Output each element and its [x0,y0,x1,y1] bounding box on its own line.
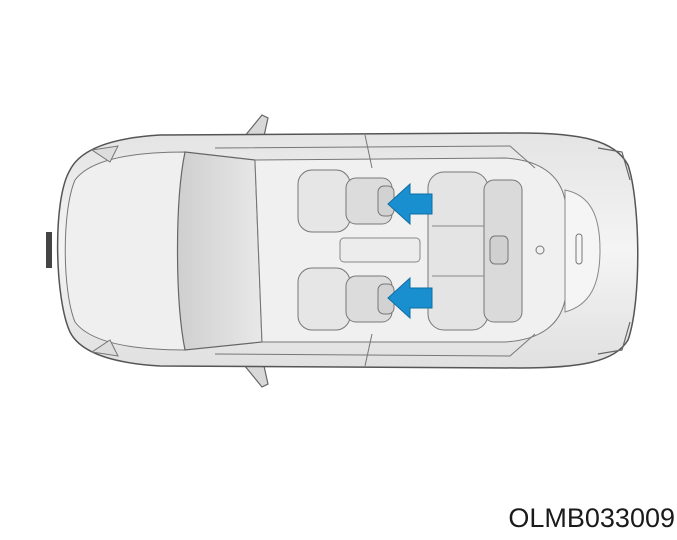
rear-seat [427,171,523,331]
tail-bottom [597,321,631,355]
arrow-left-icon [387,182,433,226]
arrow-left-icon [387,276,433,320]
front-seat-left [297,169,395,233]
center-console [339,237,421,263]
door-line-bottom [364,333,373,367]
cargo-hook [535,245,545,255]
rear-handle [575,233,583,265]
tail-top [597,147,631,181]
hood [64,151,186,351]
window-line-bottom [214,333,536,357]
front-grille [46,232,52,268]
windshield [176,151,263,351]
door-line-top [364,134,373,169]
figure-code: OLMB033009 [508,503,675,533]
window-line-top [214,145,536,169]
front-seat-right [297,267,395,331]
headlight-top [90,145,119,163]
headlight-bottom [90,339,119,357]
